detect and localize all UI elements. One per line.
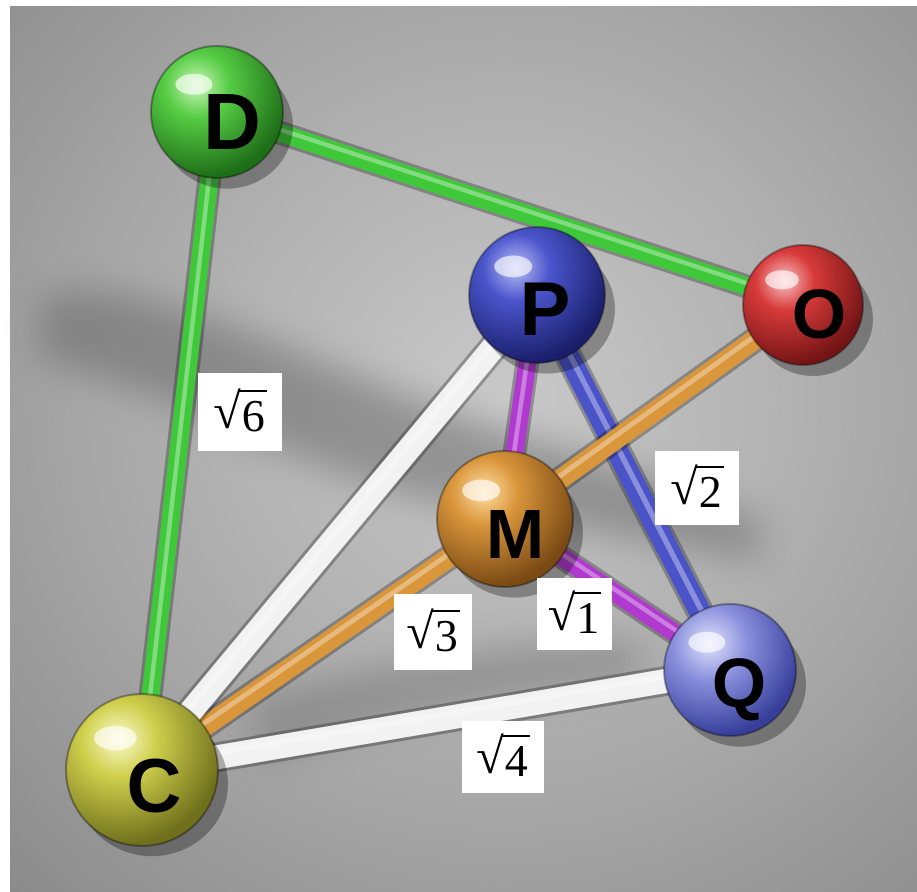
- atoms-layer: [65, 45, 873, 857]
- edge-label-mq-value: 1: [573, 591, 602, 641]
- edge-label-qp-value: 2: [695, 465, 724, 515]
- atom-sphere-m: [436, 450, 574, 588]
- atom-highlight-m: [462, 479, 501, 502]
- bond-p-q: [526, 284, 741, 681]
- edge-label-cd-value: 6: [238, 389, 267, 439]
- atom-highlight-o: [765, 270, 799, 290]
- bond-c-p: [130, 283, 549, 782]
- atom-highlight-c: [94, 725, 137, 751]
- bond-c-q: [130, 658, 742, 782]
- edge-label-cm: √3: [394, 594, 472, 670]
- atom-sphere-q: [663, 603, 797, 737]
- atom-sphere-p: [468, 226, 606, 364]
- bond-highlight-dc: [139, 106, 220, 770]
- bond-highlight-do: [214, 106, 806, 305]
- bond-highlight-cq: [139, 662, 733, 769]
- edge-label-mq: √1: [537, 578, 612, 650]
- atom-sphere-d: [150, 45, 284, 179]
- atom-o: [742, 244, 873, 376]
- edge-label-cm-value: 3: [431, 609, 460, 659]
- edge-label-qp: √2: [655, 451, 739, 525]
- edge-label-cq: √4: [462, 721, 544, 793]
- bond-d-o: [208, 103, 812, 314]
- bond-highlight-cp: [139, 287, 540, 769]
- atom-q: [663, 603, 806, 747]
- atom-sphere-o: [742, 244, 864, 366]
- atom-c: [65, 693, 228, 857]
- atom-highlight-p: [494, 255, 533, 278]
- edge-label-cd: √6: [198, 373, 282, 451]
- atom-m: [436, 450, 583, 598]
- bond-d-c: [133, 103, 226, 779]
- background-shadow: [40, 290, 760, 560]
- atom-sphere-c: [65, 693, 219, 847]
- atom-highlight-d: [175, 73, 213, 95]
- atom-d: [150, 45, 293, 189]
- atom-highlight-q: [688, 631, 726, 653]
- atom-p: [468, 226, 615, 374]
- edge-label-cq-value: 4: [501, 734, 530, 784]
